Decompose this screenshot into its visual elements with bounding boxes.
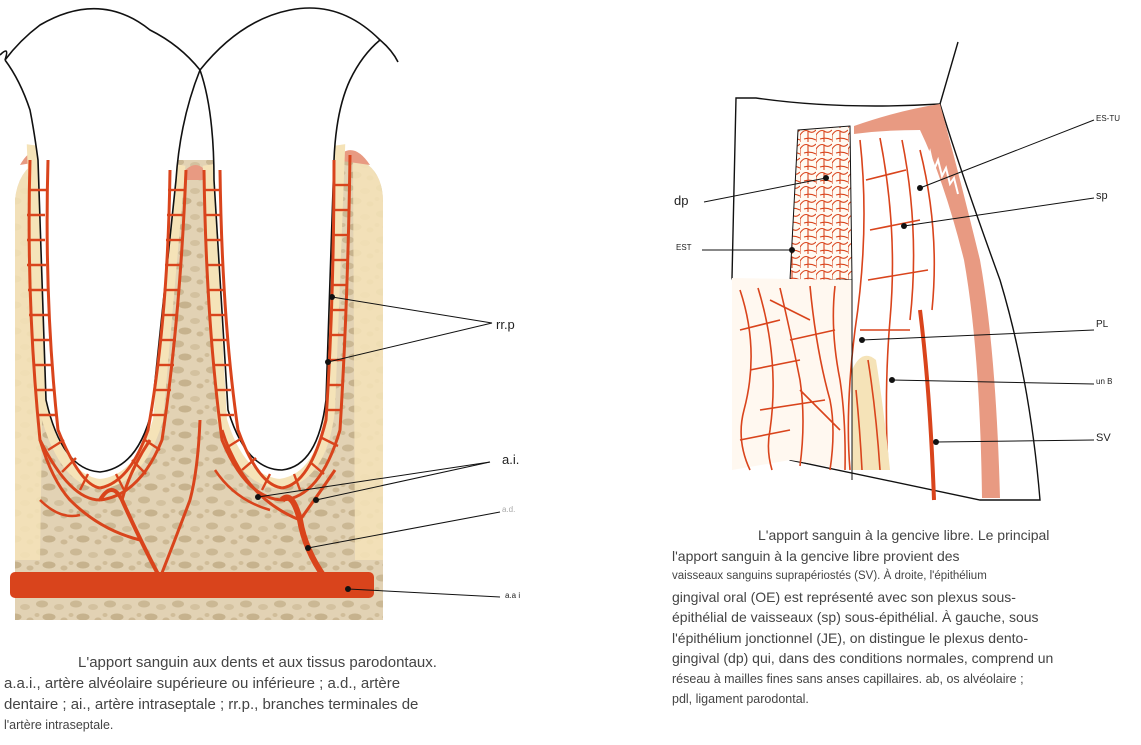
gingiva-diagram-svg bbox=[640, 30, 1141, 510]
caption-right-line: l'épithélium jonctionnel (JE), on distin… bbox=[672, 628, 1053, 649]
label-ai: a.i. bbox=[502, 452, 519, 467]
alveolar-artery bbox=[10, 572, 374, 598]
label-pl: PL bbox=[1096, 319, 1108, 330]
label-ad: a.d. bbox=[502, 505, 515, 514]
caption-left-line: L'apport sanguin aux dents et aux tissus… bbox=[4, 652, 437, 673]
label-dp: dp bbox=[674, 193, 688, 208]
label-unb: un B bbox=[1096, 377, 1112, 386]
caption-right-line: vaisseaux sanguins suprapériostés (SV). … bbox=[672, 566, 1053, 587]
label-sp: sp bbox=[1096, 190, 1108, 202]
caption-right-line: épithélial de vaisseaux (sp) sous-épithé… bbox=[672, 607, 1053, 628]
caption-right-line: gingival oral (OE) est représenté avec s… bbox=[672, 587, 1053, 608]
label-est: EST bbox=[676, 243, 692, 252]
tooth-diagram-svg bbox=[0, 0, 560, 640]
caption-left-line: dentaire ; ai., artère intraseptale ; rr… bbox=[4, 694, 437, 715]
caption-right-line: réseau à mailles fines sans anses capill… bbox=[672, 669, 1053, 690]
caption-left-line: a.a.i., artère alvéolaire supérieure ou … bbox=[4, 673, 437, 694]
caption-right-line: gingival (dp) qui, dans des conditions n… bbox=[672, 648, 1053, 669]
label-rrp: rr.p bbox=[496, 317, 515, 332]
tooth-blood-supply-diagram: rr.p a.i. a.d. a.a i bbox=[0, 0, 560, 640]
caption-left-line: l'artère intraseptale. bbox=[4, 715, 437, 736]
caption-right-line: l'apport sanguin à la gencive libre prov… bbox=[672, 546, 1053, 567]
dentogingival-plexus bbox=[790, 126, 852, 280]
caption-right-line: L'apport sanguin à la gencive libre. Le … bbox=[672, 525, 1053, 546]
label-aai: a.a i bbox=[505, 591, 520, 600]
caption-left: L'apport sanguin aux dents et aux tissus… bbox=[4, 652, 437, 736]
caption-right-line: pdl, ligament parodontal. bbox=[672, 689, 1053, 710]
label-sv: SV bbox=[1096, 432, 1111, 444]
caption-right: L'apport sanguin à la gencive libre. Le … bbox=[672, 525, 1053, 710]
gingiva-blood-supply-diagram: ES-TU dp sp EST PL un B SV bbox=[640, 30, 1141, 510]
label-es-tu: ES-TU bbox=[1096, 114, 1120, 123]
